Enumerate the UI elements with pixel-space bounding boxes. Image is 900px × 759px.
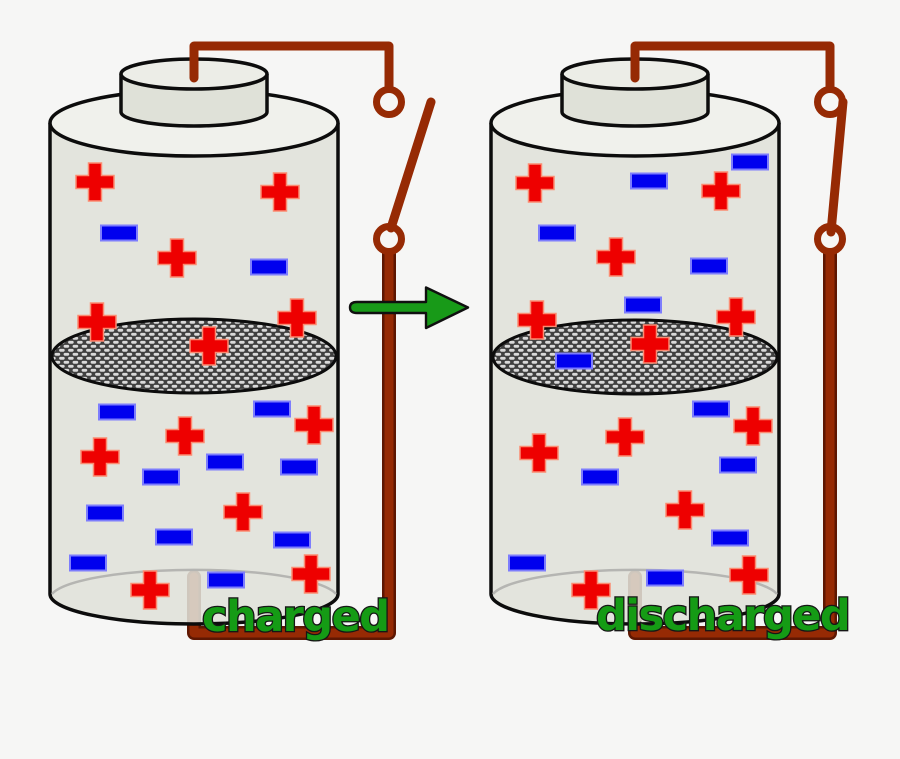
negative-ion — [630, 172, 668, 190]
positive-ion — [130, 570, 170, 610]
positive-ion — [294, 405, 334, 445]
negative-ion — [690, 257, 728, 275]
negative-ion — [206, 453, 244, 471]
switch-arm-charged — [386, 97, 436, 233]
positive-ion — [733, 406, 773, 446]
ions-charged — [69, 162, 334, 610]
negative-ion — [250, 258, 288, 276]
positive-ion — [605, 417, 645, 457]
negative-ion — [142, 468, 180, 486]
negative-ion — [538, 224, 576, 242]
cell-charged: charged — [48, 41, 436, 643]
negative-ion — [100, 224, 138, 242]
positive-ion — [665, 490, 705, 530]
positive-ion — [277, 298, 317, 338]
positive-ion — [519, 433, 559, 473]
cell-discharged: discharged — [489, 41, 852, 642]
positive-ion — [716, 297, 756, 337]
negative-ion — [253, 400, 291, 418]
switch-arm-discharged — [826, 97, 848, 237]
negative-ion — [155, 528, 193, 546]
positive-ion — [157, 238, 197, 278]
separator-membrane — [491, 318, 779, 396]
separator-membrane — [50, 317, 338, 395]
ions-discharged — [508, 153, 773, 610]
transition-arrow-icon — [348, 286, 470, 330]
switch-discharged — [814, 86, 848, 255]
wire-top-discharged — [630, 41, 835, 94]
positive-ion — [80, 437, 120, 477]
positive-ion — [596, 237, 636, 277]
switch-charged — [373, 86, 436, 255]
negative-ion — [581, 468, 619, 486]
negative-ion — [273, 531, 311, 549]
negative-ion — [731, 153, 769, 171]
negative-ion — [508, 554, 546, 572]
positive-ion — [517, 300, 557, 340]
positive-ion — [729, 555, 769, 595]
positive-ion — [515, 163, 555, 203]
label-discharged: discharged — [596, 591, 849, 641]
positive-ion — [77, 302, 117, 342]
positive-ion — [189, 326, 229, 366]
switch-contact-top — [373, 86, 405, 118]
negative-ion — [280, 458, 318, 476]
positive-ion — [701, 171, 741, 211]
negative-ion — [646, 569, 684, 587]
negative-ion — [86, 504, 124, 522]
negative-ion — [555, 352, 593, 370]
positive-ion — [223, 492, 263, 532]
negative-ion — [624, 296, 662, 314]
label-charged: charged — [202, 592, 389, 642]
positive-ion — [260, 172, 300, 212]
positive-ion — [291, 554, 331, 594]
positive-ion — [630, 324, 670, 364]
positive-ion — [571, 570, 611, 610]
negative-ion — [207, 571, 245, 589]
negative-ion — [719, 456, 757, 474]
negative-ion — [711, 529, 749, 547]
positive-ion — [165, 416, 205, 456]
positive-ion — [75, 162, 115, 202]
negative-ion — [69, 554, 107, 572]
negative-ion — [692, 400, 730, 418]
wire-top-charged — [189, 41, 394, 94]
negative-ion — [98, 403, 136, 421]
